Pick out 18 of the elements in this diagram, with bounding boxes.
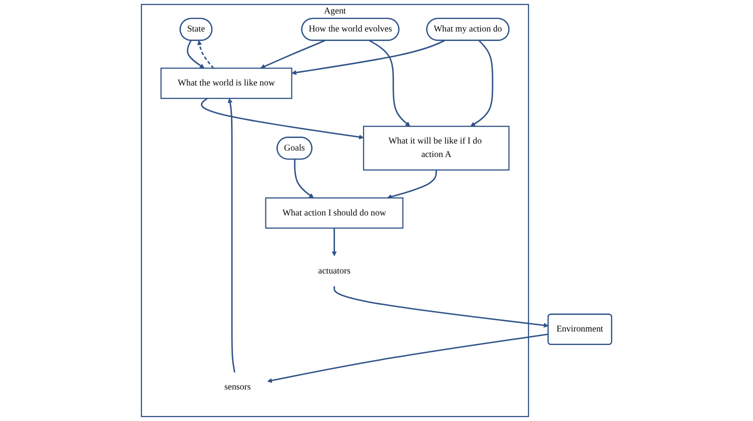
arrow bbox=[291, 40, 446, 75]
node-box: What it will be like if I do action A bbox=[363, 126, 510, 171]
node-box: What action I should do now bbox=[265, 197, 404, 229]
arrow bbox=[260, 40, 326, 69]
arrow bbox=[200, 98, 364, 140]
arrow bbox=[334, 286, 549, 328]
node-box: What the world is like now bbox=[160, 68, 292, 99]
arrow bbox=[228, 98, 236, 372]
arrow bbox=[332, 228, 337, 256]
arrow bbox=[387, 170, 437, 200]
arrow bbox=[294, 159, 314, 198]
arrow bbox=[267, 334, 548, 383]
node-text: actuators bbox=[318, 266, 350, 276]
node-text: sensors bbox=[224, 382, 251, 392]
arrow bbox=[369, 40, 410, 127]
arrow bbox=[197, 40, 214, 69]
arrow bbox=[470, 40, 494, 127]
arrow bbox=[186, 40, 205, 68]
